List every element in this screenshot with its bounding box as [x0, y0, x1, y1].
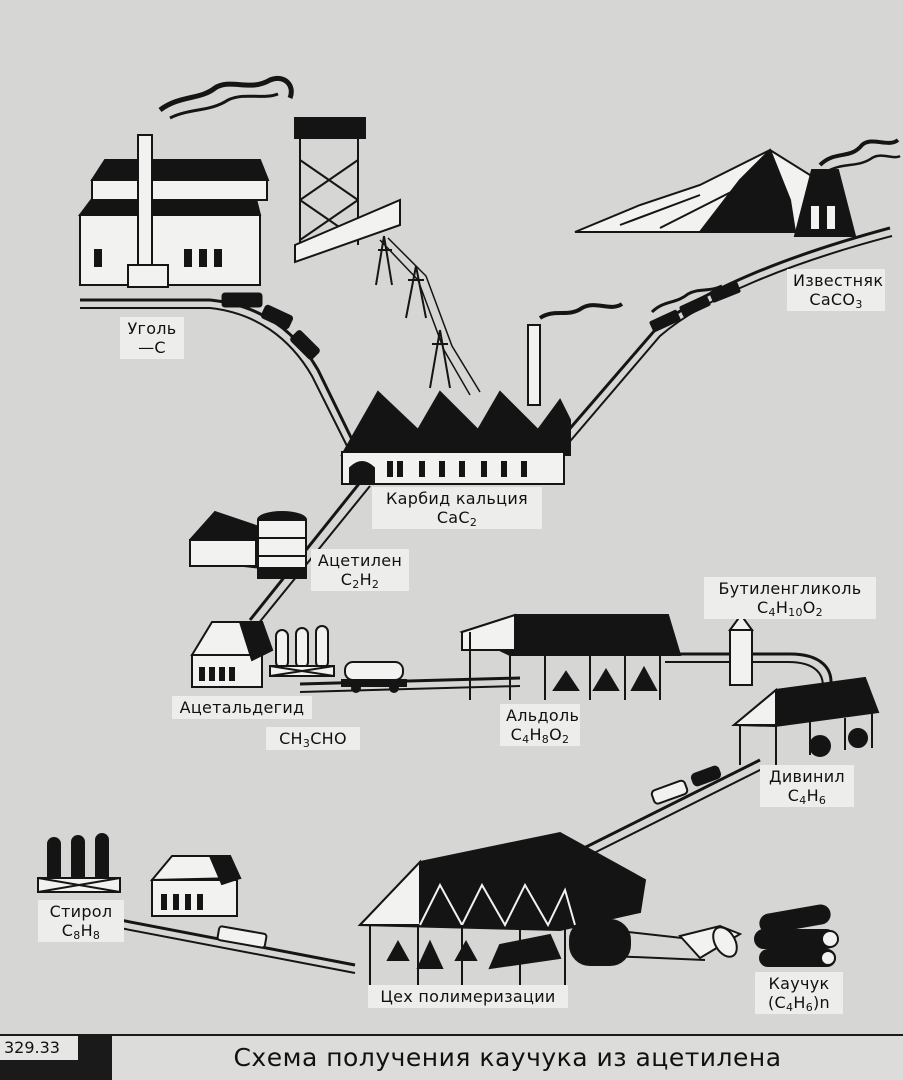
smoke — [538, 302, 624, 320]
acetaldehyde-plant — [190, 621, 407, 693]
production-scheme-illustration — [37, 76, 901, 985]
label-acetylene: Ацетилен C2H2 — [311, 549, 409, 591]
label-limestone: Известняк CaCO3 — [787, 269, 885, 311]
label-aldol: Альдоль C4H8O2 — [500, 704, 580, 746]
coal-train — [221, 292, 320, 360]
rubber-rolls — [678, 904, 839, 967]
label-calcium-carbide: Карбид кальция CaC2 — [372, 487, 542, 529]
limestone-quarry — [574, 148, 857, 237]
power-pylons — [375, 235, 451, 389]
plate-number: 329.33 — [0, 1036, 78, 1060]
aldol-shed — [459, 613, 754, 700]
label-styrene: Стирол C8H8 — [38, 900, 124, 942]
polymerization-hall — [357, 831, 647, 985]
mine-headframe — [294, 117, 401, 264]
coal-plant — [78, 134, 270, 288]
smoke — [818, 138, 900, 167]
smoke — [158, 76, 294, 113]
label-rubber: Каучук (C4H6)n — [755, 972, 843, 1014]
label-acetaldehyde-formula: CH3CHO — [266, 727, 360, 750]
limestone-rail — [558, 226, 891, 441]
carbide-factory — [340, 324, 571, 485]
divinyl-rail — [579, 758, 761, 852]
label-butylene-glycol: Бутиленгликоль C4H10O2 — [704, 577, 876, 619]
acetylene-plant — [189, 510, 307, 579]
limestone-train — [649, 281, 741, 333]
label-polymerization: Цех полимеризации — [368, 985, 568, 1008]
slide-title: Схема получения каучука из ацетилена — [112, 1036, 903, 1080]
styrene-plant — [37, 833, 268, 949]
label-divinyl: Дивинил C4H6 — [760, 765, 854, 807]
label-acetaldehyde: Ацетальдегид — [172, 696, 312, 719]
label-coal: Уголь —С — [120, 317, 184, 359]
power-line — [379, 239, 471, 396]
divinyl-shed — [650, 676, 880, 805]
aldehyde-rail — [299, 676, 521, 686]
